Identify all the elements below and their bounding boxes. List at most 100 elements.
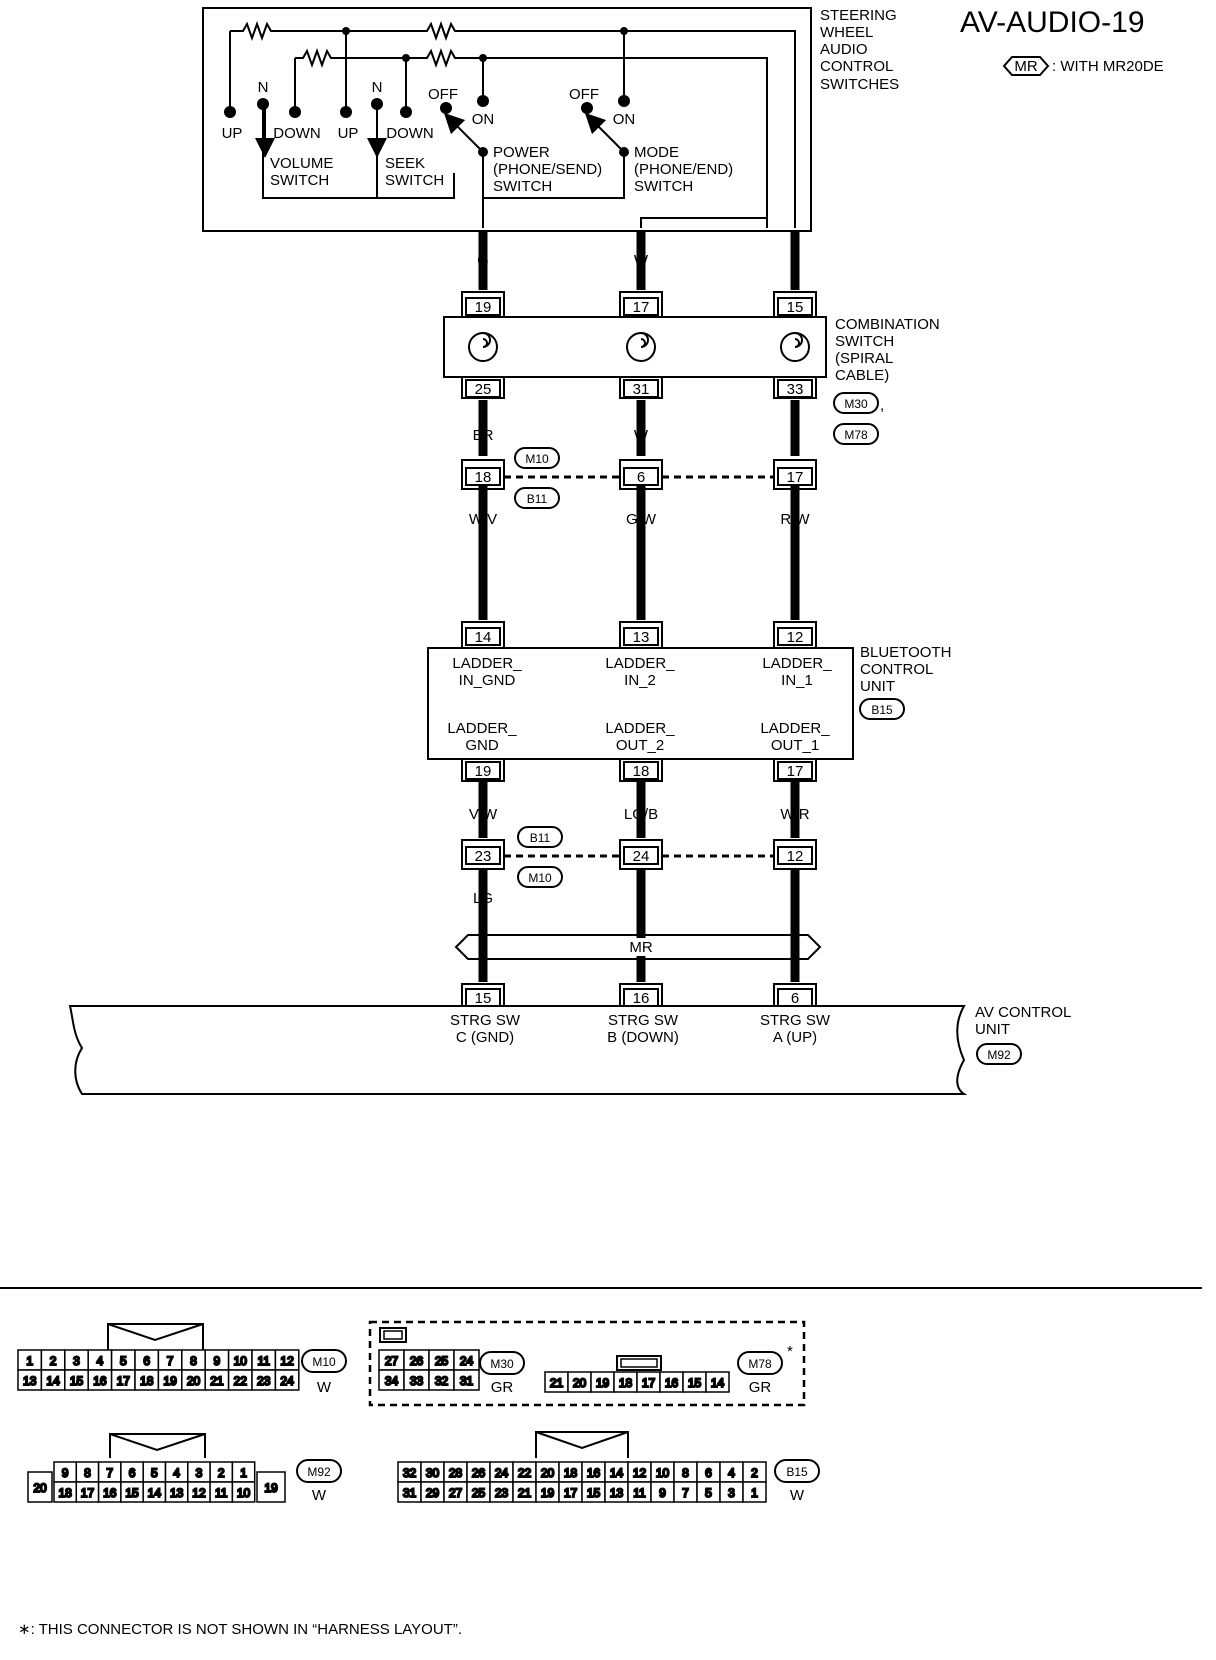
svg-text:B15: B15: [786, 1465, 808, 1479]
svg-text:23: 23: [475, 848, 492, 865]
wire-labels-mid1: BR W R: [473, 427, 801, 444]
pin-label: 16: [587, 1466, 601, 1480]
svg-text:GR: GR: [491, 1379, 514, 1396]
pin-label: 4: [173, 1466, 180, 1480]
svg-text:M92: M92: [307, 1465, 331, 1479]
svg-text:AUDIO: AUDIO: [820, 41, 868, 58]
connector-cell: [231, 1481, 256, 1503]
switch-internal-wiring: [229, 21, 796, 228]
svg-text:16: 16: [633, 990, 650, 1007]
mr-bar: MR: [454, 930, 822, 964]
steering-switch-box: [202, 7, 812, 232]
svg-text:R: R: [790, 427, 801, 444]
svg-text:17: 17: [787, 469, 804, 486]
svg-text:R/W: R/W: [780, 511, 810, 528]
pin-label: 6: [129, 1466, 136, 1480]
pin-label: 15: [688, 1376, 702, 1390]
pin-label: 19: [541, 1486, 555, 1500]
svg-text:15: 15: [475, 990, 492, 1007]
svg-text:LADDER_: LADDER_: [605, 720, 675, 737]
pin-label: 10: [656, 1466, 670, 1480]
svg-text:CONTROL: CONTROL: [820, 58, 893, 75]
connector-cell: [705, 1371, 730, 1393]
pin-label: 9: [214, 1354, 221, 1368]
pin-label: 11: [257, 1354, 270, 1368]
pin-label: 2: [218, 1466, 225, 1480]
pin-label: 14: [711, 1376, 725, 1390]
svg-text:UP: UP: [222, 125, 243, 142]
badge-m10-joint1: M10: [514, 447, 560, 469]
pin-label: 30: [426, 1466, 440, 1480]
pin-label: 14: [46, 1374, 60, 1388]
pin-label: 2: [50, 1354, 57, 1368]
mode-switch: OFF ON MODE (PHONE/END) SWITCH: [569, 86, 733, 195]
pin-label: 26: [410, 1354, 424, 1368]
svg-text:IN_GND: IN_GND: [459, 672, 516, 689]
badge-b15-unit: B15: [859, 698, 905, 720]
svg-text:C (GND): C (GND): [456, 1029, 514, 1046]
svg-text:25: 25: [475, 381, 492, 398]
pin-label: 12: [192, 1486, 206, 1500]
svg-text:B (DOWN): B (DOWN): [607, 1029, 679, 1046]
pin-label: 11: [633, 1486, 646, 1500]
svg-text:CABLE): CABLE): [835, 367, 889, 384]
pin-label: 13: [170, 1486, 184, 1500]
svg-text:M30: M30: [490, 1357, 514, 1371]
pin-label: 23: [495, 1486, 509, 1500]
svg-text:BR: BR: [473, 427, 494, 444]
wire-labels-mid3: V/W LG/B W/R: [469, 806, 810, 823]
page-title: AV-AUDIO-19: [960, 6, 1145, 39]
svg-text:GND: GND: [465, 737, 499, 754]
pin-label: 6: [705, 1466, 712, 1480]
badge-m30: M30 ,: [833, 392, 884, 414]
svg-text:DOWN: DOWN: [273, 125, 321, 142]
svg-text:AV CONTROL: AV CONTROL: [975, 1004, 1071, 1021]
svg-text:14: 14: [475, 629, 492, 646]
pin-label: 3: [73, 1354, 80, 1368]
pin-label: 1: [26, 1354, 33, 1368]
svg-text:17: 17: [787, 763, 804, 780]
svg-text:MR: MR: [1014, 58, 1037, 75]
pin-label: 19: [596, 1376, 610, 1390]
pin-label: 18: [140, 1374, 154, 1388]
svg-text:(PHONE/END): (PHONE/END): [634, 161, 733, 178]
pin-label: 18: [58, 1486, 72, 1500]
pin-label: 21: [518, 1486, 532, 1500]
badge-m78-conn: M78: [737, 1351, 783, 1375]
svg-text:M78: M78: [844, 428, 868, 442]
svg-text:6: 6: [637, 469, 645, 486]
svg-text:W: W: [634, 427, 649, 444]
pin-label: 8: [190, 1354, 197, 1368]
pin-label: 33: [410, 1374, 424, 1388]
pin-label: 18: [619, 1376, 633, 1390]
volume-switch: N UP DOWN VOLUME SWITCH: [222, 79, 334, 189]
pin-label: 8: [84, 1466, 91, 1480]
connector-cell: [742, 1481, 767, 1503]
svg-text:SWITCH: SWITCH: [835, 333, 894, 350]
bluetooth-control-unit: 14 13 12 19 18 17 LADDER_ IN_GND LADDER_…: [427, 621, 951, 782]
svg-text:STRG SW: STRG SW: [450, 1012, 521, 1029]
pin-label: 31: [403, 1486, 417, 1500]
svg-text:SWITCH: SWITCH: [270, 172, 329, 189]
svg-text:SWITCH: SWITCH: [493, 178, 552, 195]
svg-text:POWER: POWER: [493, 144, 550, 161]
svg-text:ON: ON: [472, 111, 495, 128]
svg-text:17: 17: [633, 299, 650, 316]
svg-text:13: 13: [633, 629, 650, 646]
pin-label: 14: [610, 1466, 624, 1480]
svg-text:MODE: MODE: [634, 144, 679, 161]
badge-b15-conn: B15: [774, 1459, 820, 1483]
pin-label: 10: [234, 1354, 248, 1368]
connector-dashed-group: [368, 1320, 806, 1407]
svg-text:B11: B11: [527, 492, 548, 506]
pin-label: 16: [93, 1374, 107, 1388]
svg-text:12: 12: [787, 629, 804, 646]
svg-text:OUT_2: OUT_2: [616, 737, 664, 754]
pin-label: 5: [705, 1486, 712, 1500]
pin-label: 3: [196, 1466, 203, 1480]
pin-label: 15: [587, 1486, 601, 1500]
